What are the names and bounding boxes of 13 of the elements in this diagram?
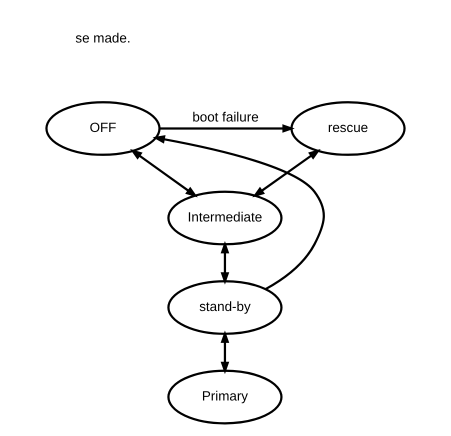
- arrow: [152, 135, 325, 290]
- node-ellipse: Intermediate: [167, 190, 283, 246]
- arrow: [220, 330, 230, 374]
- arrow: [130, 148, 198, 198]
- label: se made.: [75, 30, 131, 46]
- arrow: [160, 124, 295, 133]
- arrow: [252, 149, 321, 198]
- node-ellipse: rescue: [290, 101, 406, 156]
- edge-label: boot failure: [192, 109, 259, 124]
- node-ellipse: Primary: [167, 370, 283, 424]
- arrow: [220, 240, 230, 285]
- node-ellipse: stand-by: [167, 280, 283, 335]
- node-ellipse: OFF: [45, 101, 161, 156]
